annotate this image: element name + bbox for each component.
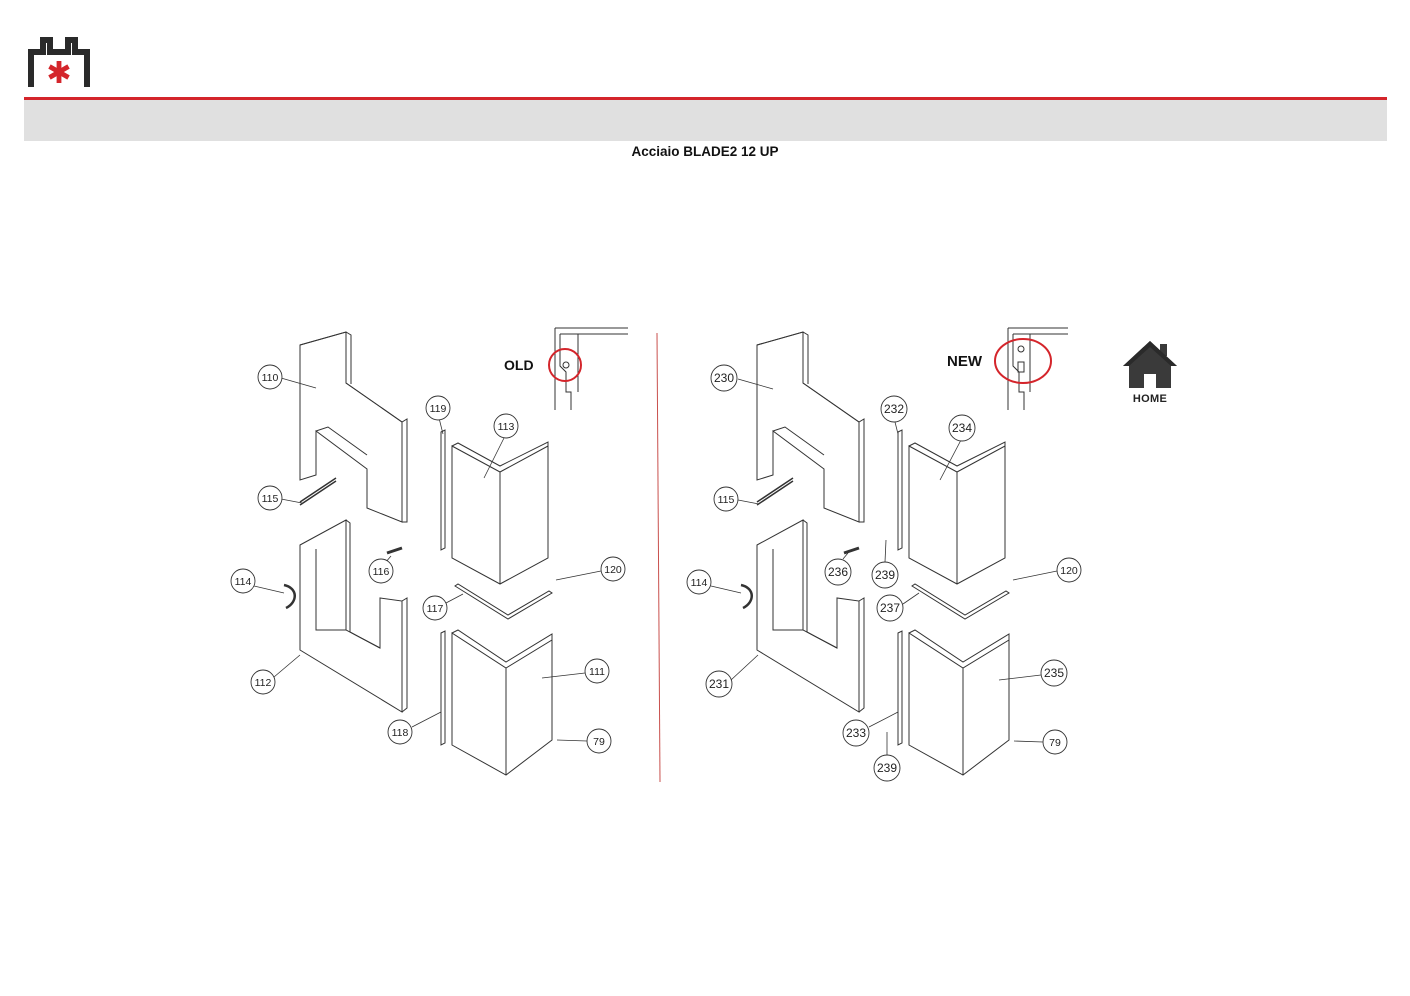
header-accent-line xyxy=(24,97,1387,100)
old-tag: OLD xyxy=(504,357,534,373)
callout-label: 118 xyxy=(392,727,409,739)
callout-label: 239 xyxy=(875,568,895,582)
callout-label: 111 xyxy=(589,666,605,678)
new-detail xyxy=(994,327,1068,410)
callout-label: 115 xyxy=(262,493,279,505)
callout-label: 79 xyxy=(593,736,605,748)
callout-label: 114 xyxy=(691,577,708,589)
callout-label: 117 xyxy=(427,603,444,615)
callout-label: 236 xyxy=(828,565,848,579)
callout-label: 235 xyxy=(1044,666,1064,680)
callout-label: 119 xyxy=(430,403,447,415)
new-tag: NEW xyxy=(947,353,983,370)
callout-label: 233 xyxy=(846,726,866,740)
callout-label: 112 xyxy=(255,677,272,689)
callout-label: 116 xyxy=(373,566,390,578)
callout-label: 110 xyxy=(262,372,279,384)
home-button[interactable]: HOME xyxy=(1118,338,1182,406)
callout-label: 232 xyxy=(884,402,904,416)
callout-label: 120 xyxy=(604,564,622,576)
brand-logo xyxy=(28,37,90,87)
callout-label: 230 xyxy=(714,371,734,385)
callout-label: 120 xyxy=(1060,565,1078,577)
callout-label: 234 xyxy=(952,421,972,435)
callout-label: 237 xyxy=(880,601,900,615)
callout-label: 114 xyxy=(235,576,252,588)
header-bar xyxy=(24,100,1387,141)
callout-label: 239 xyxy=(877,761,897,775)
new-assembly xyxy=(739,330,1011,777)
old-assembly xyxy=(282,330,554,777)
old-detail xyxy=(548,327,628,410)
callout-label: 113 xyxy=(498,421,515,433)
callout-label: 79 xyxy=(1049,737,1061,749)
callout-label: 231 xyxy=(709,677,729,691)
home-label: HOME xyxy=(1132,393,1168,405)
callout-label: 115 xyxy=(718,494,735,506)
page-title: Acciaio BLADE2 12 UP xyxy=(631,144,779,159)
home-icon xyxy=(1123,341,1177,388)
